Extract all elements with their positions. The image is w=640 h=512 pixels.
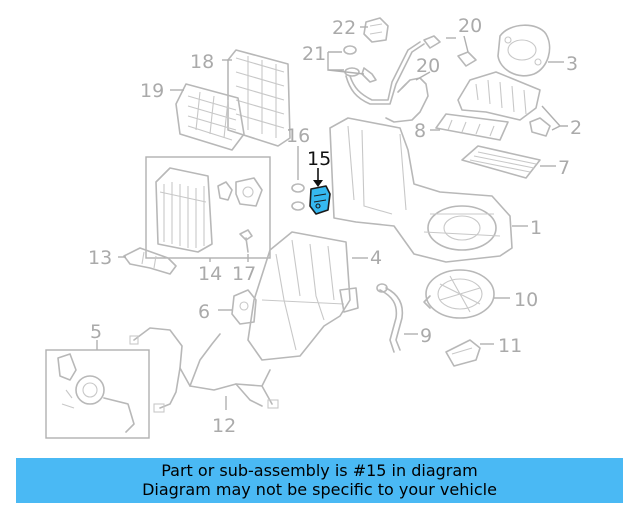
banner-line-1: Part or sub-assembly is #15 in diagram: [161, 461, 478, 480]
part-16-o-rings: [291, 183, 305, 211]
callout-10: 10: [514, 289, 538, 311]
callout-4: 4: [370, 247, 382, 269]
callout-15: 15: [307, 148, 331, 170]
part-5-kit: [45, 349, 150, 439]
part-4-distribution-housing: [247, 231, 359, 361]
callout-7: 7: [558, 157, 570, 179]
part-15-expansion-valve: [309, 185, 331, 215]
part-6-actuator: [231, 289, 257, 325]
callout-9: 9: [420, 325, 432, 347]
part-11-resistor: [445, 339, 481, 367]
part-8-seal-strip: [435, 113, 509, 141]
callout-6: 6: [198, 301, 210, 323]
callout-5: 5: [90, 321, 102, 343]
banner-line-2: Diagram may not be specific to your vehi…: [142, 480, 497, 499]
part-7-cabin-filter: [461, 145, 541, 179]
info-banner: Part or sub-assembly is #15 in diagram D…: [16, 458, 623, 503]
part-10-blower-motor: [423, 269, 495, 319]
part-22-fitting: [363, 17, 389, 43]
callout-22: 22: [332, 17, 356, 39]
callout-8: 8: [414, 120, 426, 142]
callout-2: 2: [570, 117, 582, 139]
part-17-screw: [239, 229, 253, 253]
part-13-sensor: [123, 247, 177, 275]
callout-16: 16: [286, 125, 310, 147]
callout-18: 18: [190, 51, 214, 73]
callout-20-top: 20: [458, 15, 482, 37]
part-12-wiring-harness: [129, 327, 279, 413]
callout-11: 11: [498, 335, 522, 357]
callout-1: 1: [530, 217, 542, 239]
part-2-door-assembly: [457, 71, 551, 137]
part-20-pipes: [345, 35, 477, 123]
callout-12: 12: [212, 415, 236, 437]
part-9-pipe: [376, 283, 404, 353]
part-14-kit: [145, 156, 271, 259]
callout-19: 19: [140, 80, 164, 102]
callout-3: 3: [566, 53, 578, 75]
callout-14: 14: [198, 263, 222, 285]
part-3-gasket: [497, 24, 551, 77]
callout-20-mid: 20: [416, 55, 440, 77]
part-18-evaporator: [227, 49, 291, 147]
callout-17: 17: [232, 263, 256, 285]
part-1-hvac-housing: [329, 117, 513, 263]
part-19-heater-core: [175, 83, 245, 151]
callout-21: 21: [302, 43, 326, 65]
part-21-seals: [343, 45, 377, 83]
callout-13: 13: [88, 247, 112, 269]
